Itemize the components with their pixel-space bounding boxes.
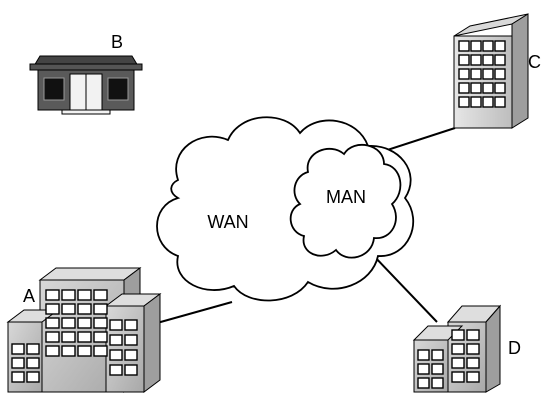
window [431,349,444,361]
window [124,364,138,376]
window [124,319,138,331]
window [77,289,92,301]
window [11,371,25,383]
window [45,303,60,315]
window [417,349,430,361]
window [77,303,92,315]
window [417,363,430,375]
window [458,68,470,80]
window [431,363,444,375]
window [61,331,76,343]
label-b: B [111,32,123,52]
window [109,334,123,346]
label-a: A [23,286,35,306]
window [482,96,494,108]
window [26,357,40,369]
man-label: MAN [326,187,366,207]
window [466,329,480,341]
window [494,96,506,108]
window [451,329,465,341]
window [494,54,506,66]
window [93,289,108,301]
window [61,303,76,315]
window [458,40,470,52]
window [466,343,480,355]
window [470,96,482,108]
window [431,377,444,389]
window [45,317,60,329]
window [482,40,494,52]
window [466,371,480,383]
label-c: C [528,52,541,72]
window [77,317,92,329]
window [11,357,25,369]
man-cloud [289,144,402,259]
link-a-wan [156,301,233,324]
window [11,343,25,355]
window [470,54,482,66]
window [93,317,108,329]
window [61,345,76,357]
link-d-man [371,253,438,323]
window [494,82,506,94]
window [451,343,465,355]
window [458,54,470,66]
window [77,331,92,343]
window [494,68,506,80]
building-b [29,55,143,115]
window [451,357,465,369]
window [451,371,465,383]
window [109,364,123,376]
window [458,96,470,108]
window [45,289,60,301]
window [124,334,138,346]
window [124,349,138,361]
window [61,317,76,329]
window [466,357,480,369]
window [109,349,123,361]
window [470,40,482,52]
window [458,82,470,94]
window [45,331,60,343]
window [494,40,506,52]
window [93,345,108,357]
window [482,82,494,94]
window [61,289,76,301]
window [77,345,92,357]
window [417,377,430,389]
building-c [453,13,529,129]
window [109,319,123,331]
window [470,82,482,94]
label-d: D [508,338,521,358]
window [45,345,60,357]
window [482,54,494,66]
building-d [412,304,502,393]
window [93,331,108,343]
wan-label: WAN [207,212,248,232]
window [26,343,40,355]
building-a [6,267,162,393]
window [26,371,40,383]
window [470,68,482,80]
window [482,68,494,80]
window [93,303,108,315]
